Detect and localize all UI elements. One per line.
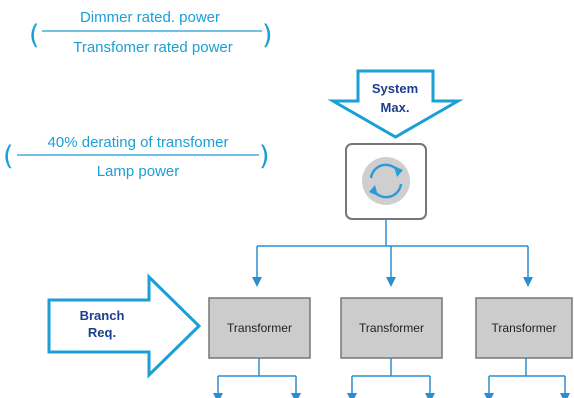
formula-top-left-paren: ( — [29, 20, 40, 51]
transformer-box-1: Transformer — [208, 297, 311, 359]
transformer-label: Transformer — [227, 321, 292, 335]
dimmer-connectors — [252, 219, 533, 287]
formula-mid-denominator: Lamp power — [97, 163, 180, 180]
formula-mid-left-paren: ( — [3, 141, 14, 172]
system-arrow-line2: Max. — [381, 100, 410, 115]
dimmer-box — [345, 143, 427, 220]
formula-top-denominator: Transfomer rated power — [73, 39, 233, 56]
transformer-label: Transformer — [359, 321, 424, 335]
branch-arrow-line2: Req. — [88, 325, 116, 340]
system-arrow-line1: System — [372, 81, 418, 96]
output-connectors — [213, 358, 570, 398]
formula-mid-right-paren: ) — [259, 141, 270, 172]
formula-top: ( Dimmer rated. power Transfomer rated p… — [29, 9, 273, 56]
transformer-label: Transformer — [492, 321, 557, 335]
system-max-arrow: System Max. — [327, 69, 464, 139]
formula-top-numerator: Dimmer rated. power — [80, 9, 220, 26]
formula-mid: ( 40% derating of transfomer Lamp power … — [3, 134, 270, 180]
refresh-cycle-icon — [362, 157, 410, 205]
branch-arrow-line1: Branch — [80, 308, 125, 323]
transformer-box-3: Transformer — [475, 297, 573, 359]
branch-req-arrow: Branch Req. — [47, 273, 202, 379]
transformer-box-2: Transformer — [340, 297, 443, 359]
formula-top-right-paren: ) — [262, 20, 273, 51]
formula-mid-numerator: 40% derating of transfomer — [48, 134, 229, 151]
